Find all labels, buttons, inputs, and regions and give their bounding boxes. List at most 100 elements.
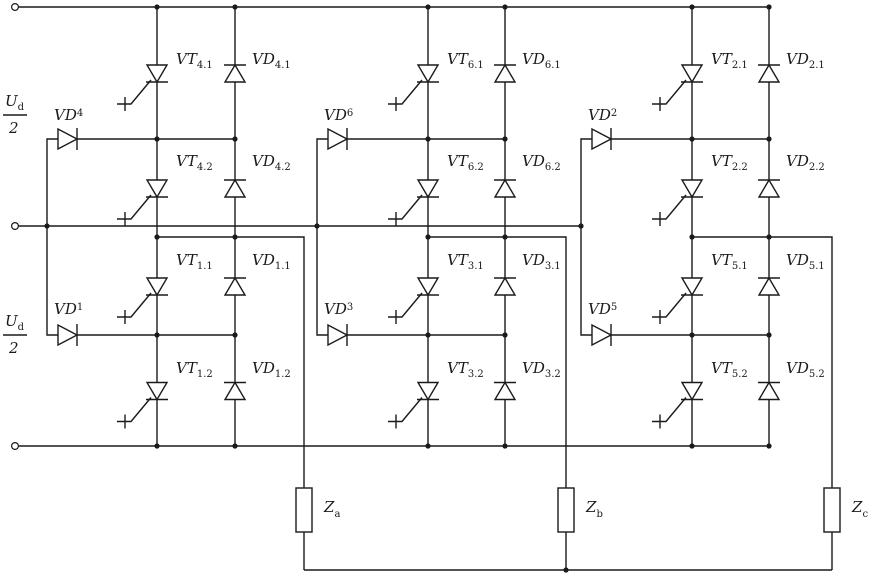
junction-dot <box>425 136 431 142</box>
diode-label-6.2-main: VD <box>522 152 545 170</box>
source-bottom-denominator: 2 <box>8 339 19 357</box>
diode-label-3.2-main: VD <box>522 359 545 377</box>
load-impedance-3 <box>823 487 841 533</box>
diode-label-1.2-subscript: 1.2 <box>275 369 291 380</box>
switch-label-3.2-subscript: 3.2 <box>468 369 484 380</box>
load-label-3-subscript: c <box>862 509 868 520</box>
clamp-upper-wire <box>46 138 157 226</box>
clamp-bottom-label-3-subscript: 5 <box>611 302 617 313</box>
diode-1.1 <box>223 276 247 296</box>
source-top-denominator: 2 <box>8 119 19 137</box>
source-bottom-numerator-subscript: d <box>18 322 25 333</box>
diode-label-1.1-main: VD <box>252 251 275 269</box>
junction-dot <box>689 234 695 240</box>
wiring <box>15 6 833 571</box>
junction-dot <box>232 136 238 142</box>
diode-label-3.2: VD3.2 <box>522 359 561 380</box>
diode-label-2.1-main: VD <box>786 50 809 68</box>
dc-terminal <box>11 2 20 12</box>
junction-dot <box>578 223 584 229</box>
dc-terminal <box>11 222 20 231</box>
clamp-lower-wire <box>46 226 157 336</box>
source-top-numerator-main: U <box>5 92 19 110</box>
diode-label-4.2: VD4.2 <box>252 152 291 173</box>
junction-dots <box>11 2 772 573</box>
diode-5.1 <box>757 276 781 296</box>
switch-label-4.2: VT4.2 <box>176 152 213 173</box>
load-label-3-main: Z <box>851 498 863 516</box>
diode-label-2.2: VD2.2 <box>786 152 825 173</box>
load-label-3: Zc <box>851 498 868 520</box>
phase-output-wire <box>769 236 833 488</box>
switch-label-2.2-main: VT <box>711 152 733 170</box>
junction-dot <box>689 332 695 338</box>
junction-dot <box>563 567 569 573</box>
diode-label-6.1-subscript: 6.1 <box>545 60 561 71</box>
junction-dot <box>766 136 772 142</box>
clamp-top-label-1-main: VD <box>54 106 77 124</box>
switch-label-6.1: VT6.1 <box>447 50 484 71</box>
junction-dot <box>689 443 695 449</box>
diode-label-2.1: VD2.1 <box>786 50 825 71</box>
load-impedance-2 <box>557 487 575 533</box>
switch-label-4.2-subscript: 4.2 <box>197 162 213 173</box>
source-top-numerator: Ud <box>5 92 25 113</box>
junction-dot <box>502 443 508 449</box>
diode-label-4.1-subscript: 4.1 <box>275 60 291 71</box>
junction-dot <box>689 136 695 142</box>
diode-label-6.1: VD6.1 <box>522 50 561 71</box>
junction-dot <box>232 443 238 449</box>
switch-label-4.1-main: VT <box>176 50 198 68</box>
diode-label-5.2: VD5.2 <box>786 359 825 380</box>
switch-label-2.1-subscript: 2.1 <box>732 60 748 71</box>
junction-dot <box>689 4 695 10</box>
switch-label-1.2: VT1.2 <box>176 359 213 380</box>
clamp-bottom-label-3: VD5 <box>588 300 617 318</box>
clamp-diode-top-2 <box>327 127 349 151</box>
diode-label-1.1-subscript: 1.1 <box>275 261 291 272</box>
junction-dot <box>425 234 431 240</box>
switch-5.1 <box>652 277 704 324</box>
switch-4.1 <box>117 64 169 111</box>
switch-label-3.1-main: VT <box>447 251 469 269</box>
clamp-bottom-label-1-main: VD <box>54 300 77 318</box>
clamp-bottom-label-2: VD3 <box>324 300 353 318</box>
clamp-top-label-1-subscript: 4 <box>77 108 83 119</box>
junction-dot <box>425 332 431 338</box>
load-label-2-main: Z <box>585 498 597 516</box>
diode-label-6.2: VD6.2 <box>522 152 561 173</box>
junction-dot <box>154 332 160 338</box>
junction-dot <box>425 4 431 10</box>
clamp-lower-wire <box>316 226 428 336</box>
diode-label-1.1: VD1.1 <box>252 251 291 272</box>
switch-label-2.2: VT2.2 <box>711 152 748 173</box>
switch-5.2 <box>652 381 704 429</box>
junction-dot <box>766 234 772 240</box>
clamp-upper-wire <box>316 138 428 226</box>
switch-label-1.2-subscript: 1.2 <box>197 369 213 380</box>
clamp-diode-top-1 <box>57 127 79 151</box>
junction-dot <box>44 223 50 229</box>
clamp-diode-bottom-3 <box>591 323 613 347</box>
diode-label-3.2-subscript: 3.2 <box>545 369 561 380</box>
clamp-lower-wire <box>580 226 692 336</box>
clamp-upper-wire <box>580 138 692 226</box>
clamp-top-label-2-main: VD <box>324 106 347 124</box>
junction-dot <box>314 223 320 229</box>
switch-label-6.2-subscript: 6.2 <box>468 162 484 173</box>
switch-label-6.2: VT6.2 <box>447 152 484 173</box>
clamp-top-label-2: VD6 <box>324 106 353 124</box>
switch-label-2.1: VT2.1 <box>711 50 748 71</box>
diode-label-2.2-subscript: 2.2 <box>809 162 825 173</box>
diode-4.2 <box>223 178 247 198</box>
switch-2.1 <box>652 64 704 111</box>
junction-dot <box>766 332 772 338</box>
junction-dot <box>766 443 772 449</box>
diode-label-6.1-main: VD <box>522 50 545 68</box>
clamp-bottom-label-2-main: VD <box>324 300 347 318</box>
source-bottom-numerator: Ud <box>5 312 25 333</box>
diode-label-3.1-main: VD <box>522 251 545 269</box>
switch-1.1 <box>117 277 169 324</box>
diode-6.2 <box>493 178 517 198</box>
diode-label-5.2-main: VD <box>786 359 809 377</box>
